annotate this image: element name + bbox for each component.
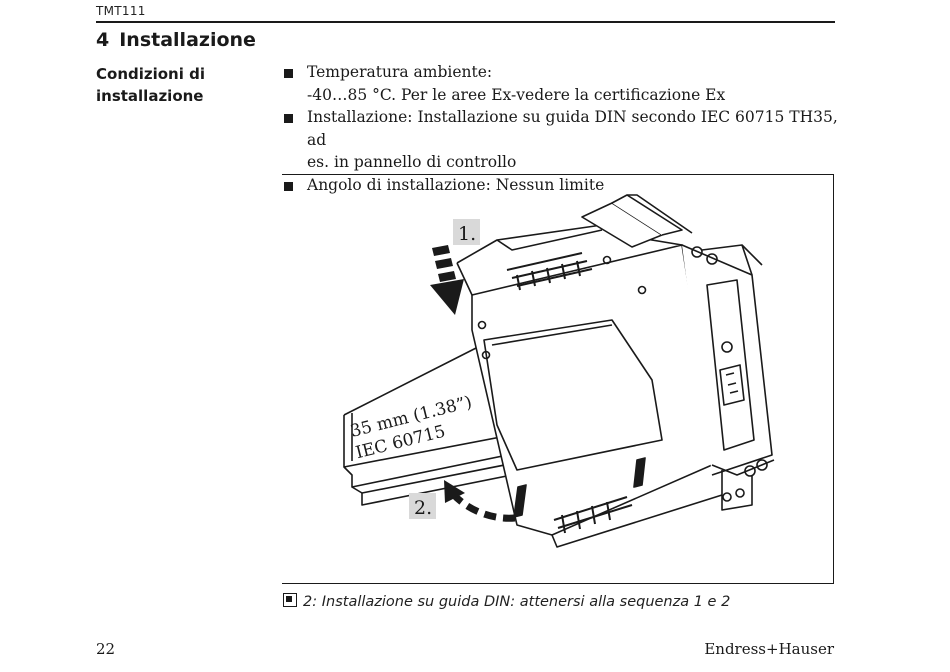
bullet-line: Angolo di installazione: Nessun limite [307, 175, 605, 194]
list-item: Temperatura ambiente: -40…85 °C. Per le … [282, 61, 842, 106]
bullet-line: Temperatura ambiente: [307, 63, 493, 81]
page-number: 22 [96, 640, 116, 658]
bullet-line: -40…85 °C. Per le aree Ex-vedere la cert… [307, 85, 726, 104]
caption-number: 2: [303, 594, 318, 610]
step-1-label: 1. [458, 223, 476, 245]
brand-name: Endress+Hauser [704, 640, 834, 658]
bullet-line: Installazione: Installazione su guida DI… [307, 108, 838, 149]
section-number: 4 [96, 29, 110, 51]
figure-icon [283, 593, 297, 607]
top-vent [506, 252, 593, 291]
step-2-arrow-icon [449, 490, 516, 522]
device-housing [456, 194, 775, 548]
step-2-label: 2. [414, 497, 432, 519]
front-panel [483, 319, 663, 471]
document-id: TMT111 [96, 4, 146, 18]
list-item: Installazione: Installazione su guida DI… [282, 106, 842, 174]
step-2-arrowhead-icon [444, 480, 465, 503]
terminal-screws [691, 246, 768, 502]
din-rail-installation-illustration: 1. 2. 35 mm (1.38”) IEC 60715 [343, 194, 775, 548]
step-2-badge [409, 493, 436, 519]
caption-text: Installazione su guida DIN: attenersi al… [321, 594, 731, 610]
bottom-vent [553, 496, 633, 534]
bullet-line: es. in pannello di controllo [307, 153, 517, 171]
list-item: Angolo di installazione: Nessun limite [282, 174, 842, 197]
figure-frame: 1. 2. 35 mm (1.38”) IEC 60715 [282, 174, 834, 584]
side-label: Condizioni di installazione [96, 65, 205, 105]
section-heading: Installazione [119, 29, 256, 51]
header-rule [96, 21, 835, 23]
installation-conditions-list: Temperatura ambiente: -40…85 °C. Per le … [282, 61, 842, 196]
figure-caption: 2: Installazione su guida DIN: attenersi… [283, 593, 730, 610]
step-1-arrow-icon [430, 245, 464, 315]
section-title: 4 Installazione [96, 29, 266, 51]
step-1-badge [453, 219, 480, 245]
